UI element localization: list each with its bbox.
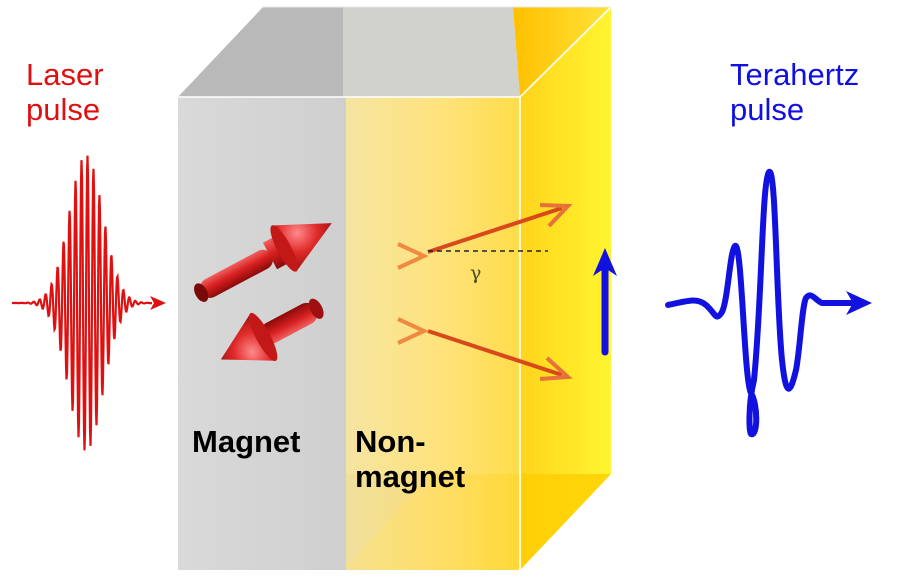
charge-current-arrow	[593, 248, 617, 356]
slab-right-face	[520, 7, 611, 570]
terahertz-pulse-label: Terahertz pulse	[730, 57, 860, 127]
laser-arrowhead	[150, 296, 166, 310]
slab-top-magnet	[178, 7, 343, 97]
laser-pulse-label: Laser pulse	[26, 57, 104, 127]
spin-arrow-icon	[194, 223, 332, 362]
deflection-angle-label: γ	[470, 262, 482, 284]
terahertz-wave	[665, 168, 872, 437]
terahertz-arrowhead	[846, 291, 872, 315]
slab-top-nonmagnet	[343, 7, 520, 97]
magnet-label: Magnet	[192, 424, 301, 459]
nonmagnet-label: Non- magnet	[355, 424, 466, 494]
current-arrow-icon	[290, 203, 573, 381]
laser-pulse-wave	[12, 155, 166, 451]
